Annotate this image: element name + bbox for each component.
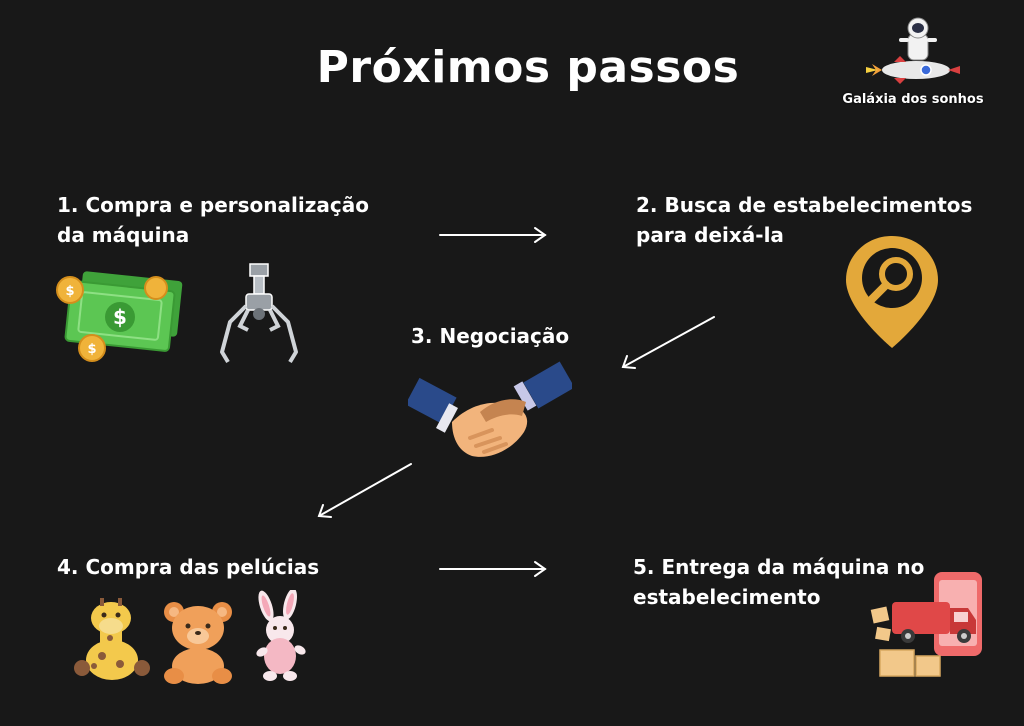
arrow-step3-to-step4 (317, 463, 412, 518)
brand-name: Galáxia dos sonhos (842, 92, 984, 107)
arrow-step2-to-step3 (621, 316, 715, 369)
page-title: Próximos passos (316, 42, 740, 93)
arrow-step4-to-step5 (439, 561, 547, 577)
step-4-label: 4. Compra das pelúcias (57, 555, 320, 579)
astronaut-rocket-icon (866, 17, 960, 84)
svg-text:$: $ (87, 342, 96, 357)
svg-text:$: $ (113, 305, 127, 329)
delivery-truck-icon (870, 572, 982, 677)
claw-icon (220, 263, 298, 364)
step-1-label: 1. Compra e personalização da máquina (57, 193, 369, 247)
arrow-step1-to-step2 (439, 227, 547, 243)
teddy-bear-icon (164, 602, 232, 684)
step-5-label: 5. Entrega da máquina no estabelecimento (633, 555, 925, 609)
handshake-icon (408, 361, 572, 457)
svg-text:$: $ (65, 284, 74, 299)
step-2-label: 2. Busca de estabelecimentos para deixá-… (636, 193, 973, 247)
step-3-label: 3. Negociação (411, 324, 570, 348)
bunny-plush-icon (256, 590, 306, 681)
money-icon: $ $ $ (56, 271, 183, 362)
giraffe-plush-icon (74, 598, 150, 680)
location-search-icon (846, 236, 938, 348)
brand-logo: Galáxia dos sonhos (828, 12, 998, 112)
